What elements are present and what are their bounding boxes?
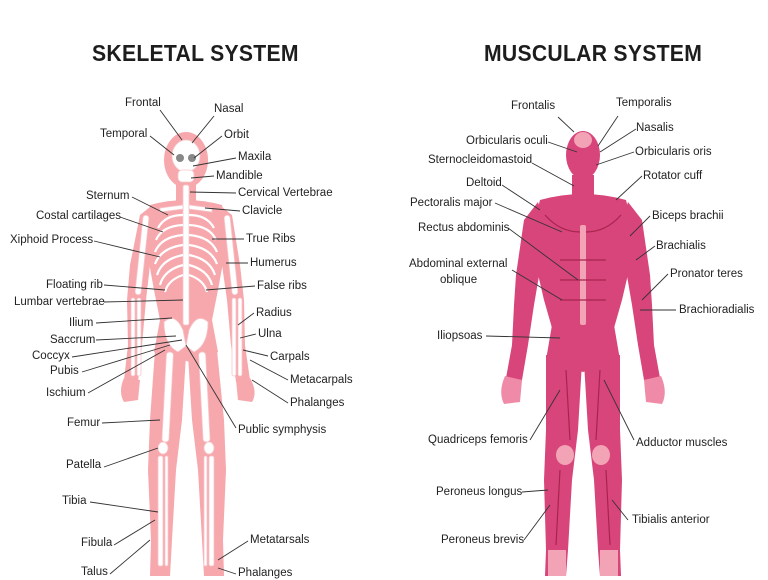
label-peroneus-brevis: Peroneus brevis [441,534,525,546]
label-abdominal-external: Abdominal external [409,258,508,270]
label-floating-rib: Floating rib [46,279,103,291]
label-pubis: Pubis [50,365,79,377]
leader-lines [71,109,676,575]
label-deltoid: Deltoid [466,177,502,189]
label-brachialis: Brachialis [656,240,706,252]
label-frontalis: Frontalis [511,100,556,112]
skeletal-system-title: SKELETAL SYSTEM [92,40,299,66]
muscular-system-title: MUSCULAR SYSTEM [484,40,703,66]
label-quadriceps-femoris: Quadriceps femoris [428,434,528,446]
label-orbicularis-oculi: Orbicularis oculi [466,135,548,147]
label-orbicularis-oris: Orbicularis oris [635,146,712,158]
label-biceps-brachii: Biceps brachii [652,210,724,222]
label-temporal: Temporal [100,128,148,140]
label-true-ribs: True Ribs [246,233,296,245]
label-ilium: Ilium [69,317,94,329]
label-oblique: oblique [440,274,478,286]
label-radius: Radius [256,307,292,319]
label-pectoralis-major: Pectoralis major [410,197,493,209]
label-peroneus-longus: Peroneus longus [436,486,523,498]
label-adductor-muscles: Adductor muscles [636,437,728,449]
label-temporalis: Temporalis [616,97,672,109]
label-humerus: Humerus [250,257,297,269]
muscular-figure [501,131,665,576]
label-tibialis-anterior: Tibialis anterior [632,514,710,526]
label-public-symphysis: Public symphysis [238,424,327,436]
label-iliopsoas: Iliopsoas [437,330,483,342]
label-maxila: Maxila [238,151,272,163]
label-orbit: Orbit [224,129,249,141]
label-rectus-abdominis: Rectus abdominis [418,222,510,234]
label-nasal: Nasal [214,103,244,115]
label-metatarsals: Metatarsals [250,534,310,546]
label-tibia: Tibia [62,495,87,507]
skeletal-figure [121,132,255,576]
label-carpals: Carpals [270,351,310,363]
label-cervical-vertebrae: Cervical Vertebrae [238,187,333,199]
label-pronator-teres: Pronator teres [670,268,743,280]
label-sternum: Sternum [86,190,130,202]
label-phalanges-hand: Phalanges [290,397,345,409]
label-mandible: Mandible [216,170,263,182]
label-lumbar-vertebrae: Lumbar vertebrae [14,296,105,308]
label-false-ribs: False ribs [257,280,307,292]
label-ulna: Ulna [258,328,282,340]
label-frontal: Frontal [125,97,161,109]
label-ischium: Ischium [46,387,86,399]
label-talus: Talus [81,566,108,578]
label-metacarpals: Metacarpals [290,374,353,386]
label-phalanges-foot: Phalanges [238,567,293,579]
label-brachioradialis: Brachioradialis [679,304,755,316]
label-coccyx: Coccyx [32,350,70,362]
label-clavicle: Clavicle [242,205,283,217]
label-sternocleidomastoid: Sternocleidomastoid [428,154,533,166]
label-nasalis: Nasalis [636,122,674,134]
label-rotator-cuff: Rotator cuff [643,170,703,182]
label-patella: Patella [66,459,102,471]
label-costal-cartilages: Costal cartilages [36,210,122,222]
label-xiphoid-process: Xiphoid Process [10,234,94,246]
label-saccrum: Saccrum [50,334,96,346]
label-femur: Femur [67,417,101,429]
label-fibula: Fibula [81,537,113,549]
